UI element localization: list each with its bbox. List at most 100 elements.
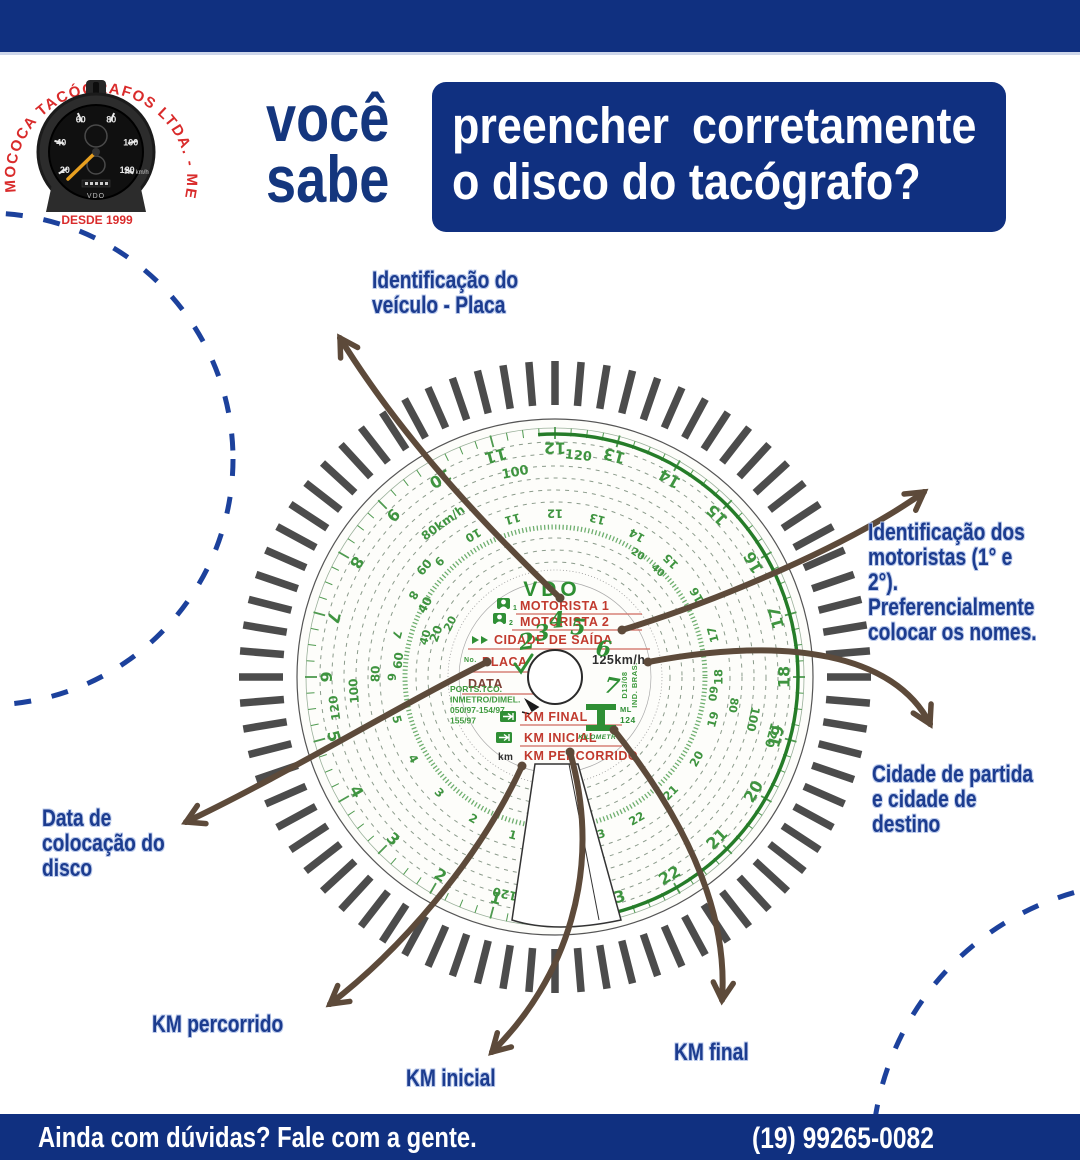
sunburst-tick <box>401 397 429 440</box>
disc-speed-rating: 125km/h <box>592 653 646 667</box>
driver-icon <box>495 621 504 624</box>
handwritten-digit: 2 <box>516 628 536 656</box>
hour-tick <box>489 435 495 448</box>
sunburst-tick <box>618 369 637 415</box>
sunburst-tick <box>473 369 492 415</box>
disc-speed-label: 120 <box>564 447 593 465</box>
hour-tick <box>319 753 327 758</box>
label-km-final: KM final <box>674 1039 749 1066</box>
sunburst-tick <box>596 364 611 410</box>
disc-side-text: IND. BRAS. <box>630 662 639 707</box>
disc-speed-label: 100 <box>744 705 763 732</box>
sunburst-tick <box>802 782 846 808</box>
sunburst-tick <box>379 902 410 944</box>
disc-inner-hour: 22 <box>626 809 647 829</box>
hour-tick <box>347 810 355 816</box>
gauge-tick <box>54 139 65 145</box>
disc-cidade-saida: CIDADE DE SAÍDA <box>494 632 613 647</box>
handwritten-digit: 3 <box>533 620 551 647</box>
handwritten-digit: 5 <box>570 614 587 641</box>
disc-speed-label: 80 <box>368 665 382 682</box>
hour-tick <box>403 479 409 487</box>
gauge-number: 20 <box>60 165 70 175</box>
hour-tick <box>459 899 464 908</box>
sunburst-tick <box>639 376 662 421</box>
arrow-to-plate-head <box>337 333 361 361</box>
hour-tick <box>313 611 326 617</box>
sunburst-tick <box>242 621 288 636</box>
arrow-to-drivers-head <box>901 488 929 513</box>
footer-phone: (19) 99265-0082 <box>752 1122 934 1155</box>
sunburst-tick <box>401 914 429 957</box>
disc-dashed-ring <box>367 489 743 865</box>
sunburst-tick <box>303 479 343 513</box>
disc-inner-hour: 1 <box>507 827 518 843</box>
sunburst-tick <box>239 695 285 707</box>
hour-tick <box>377 499 388 510</box>
sunburst-tick <box>264 546 308 572</box>
hour-tick <box>357 525 365 531</box>
sunburst-tick <box>338 874 374 913</box>
hour-tick <box>390 489 397 497</box>
sunburst-tick <box>525 947 537 993</box>
gauge-number: 80 <box>106 114 116 124</box>
disc-speed-label: 20 <box>427 623 446 643</box>
hour-tick <box>403 867 409 875</box>
hour-tick <box>306 660 315 662</box>
ml-block-icon <box>586 704 616 731</box>
sunburst-tick <box>639 933 662 978</box>
disc-inner-hour: 13 <box>588 510 607 528</box>
sunburst-tick <box>242 718 288 733</box>
disc-inner-hour: 18 <box>712 669 726 685</box>
disc-inner-hour: 14 <box>626 525 647 545</box>
disc-inner-hour: 19 <box>704 710 722 729</box>
sunburst-tick <box>448 376 471 421</box>
hour-tick <box>308 707 317 710</box>
arrow-to-drivers <box>619 489 927 633</box>
disc-speed-label: 100 <box>346 678 362 704</box>
disc-inner-hour: 10 <box>463 525 484 545</box>
hour-tick <box>331 566 340 571</box>
sunburst-tick <box>275 523 318 551</box>
disc-speed-label: 20 <box>441 614 460 634</box>
sunburst-tick <box>499 364 514 410</box>
hour-tick <box>319 596 327 601</box>
sunburst-tick <box>780 501 822 532</box>
hour-tick <box>474 905 479 913</box>
disc-ml-number: 124 <box>620 715 636 725</box>
sunburst-tick <box>817 595 863 614</box>
hour-tick <box>338 795 350 803</box>
dashed-circle-left <box>0 210 236 708</box>
title-box-line2: o disco do tacógrafo? <box>452 153 921 210</box>
handwritten-digit: 6 <box>594 635 613 663</box>
disc-speed-label: 80 <box>726 697 741 714</box>
arrow-to-cities-origin-dot <box>643 657 653 667</box>
disc-no-label: No. <box>464 657 477 664</box>
sunburst-tick <box>618 939 637 985</box>
arrow-to-km-final <box>611 727 726 1003</box>
hour-tick <box>324 581 333 586</box>
hour-tick <box>444 453 449 462</box>
disc-speed-label: 60 <box>705 685 720 702</box>
hour-tick <box>377 844 388 855</box>
disc-inner-hour: 6 <box>385 673 399 681</box>
disc-speed-label: 40 <box>417 628 434 647</box>
company-logo: MOCOCA TACÓGRAFOS LTDA. - ME 20406080100… <box>0 62 250 262</box>
disc-dashed-ring <box>355 477 755 877</box>
driver-icon <box>501 599 506 605</box>
gauge-needle <box>66 150 98 181</box>
hour-tick <box>310 627 319 631</box>
arrow-to-plate-origin-dot <box>555 593 565 603</box>
sunburst-tick <box>424 386 450 430</box>
arrow-to-date-head <box>181 802 209 827</box>
sunburst-tick <box>825 647 871 659</box>
disc-cert-line: PORTS.TCO. <box>450 684 502 694</box>
sunburst-tick <box>264 782 308 808</box>
driver-icon-index: 2 <box>509 620 513 627</box>
footer-question: Ainda com dúvidas? Fale com a gente. <box>38 1122 477 1154</box>
bold-green-arc <box>537 432 800 922</box>
logo-since: DESDE 1999 <box>61 213 133 227</box>
disc-inner-hour: 5 <box>389 714 405 725</box>
